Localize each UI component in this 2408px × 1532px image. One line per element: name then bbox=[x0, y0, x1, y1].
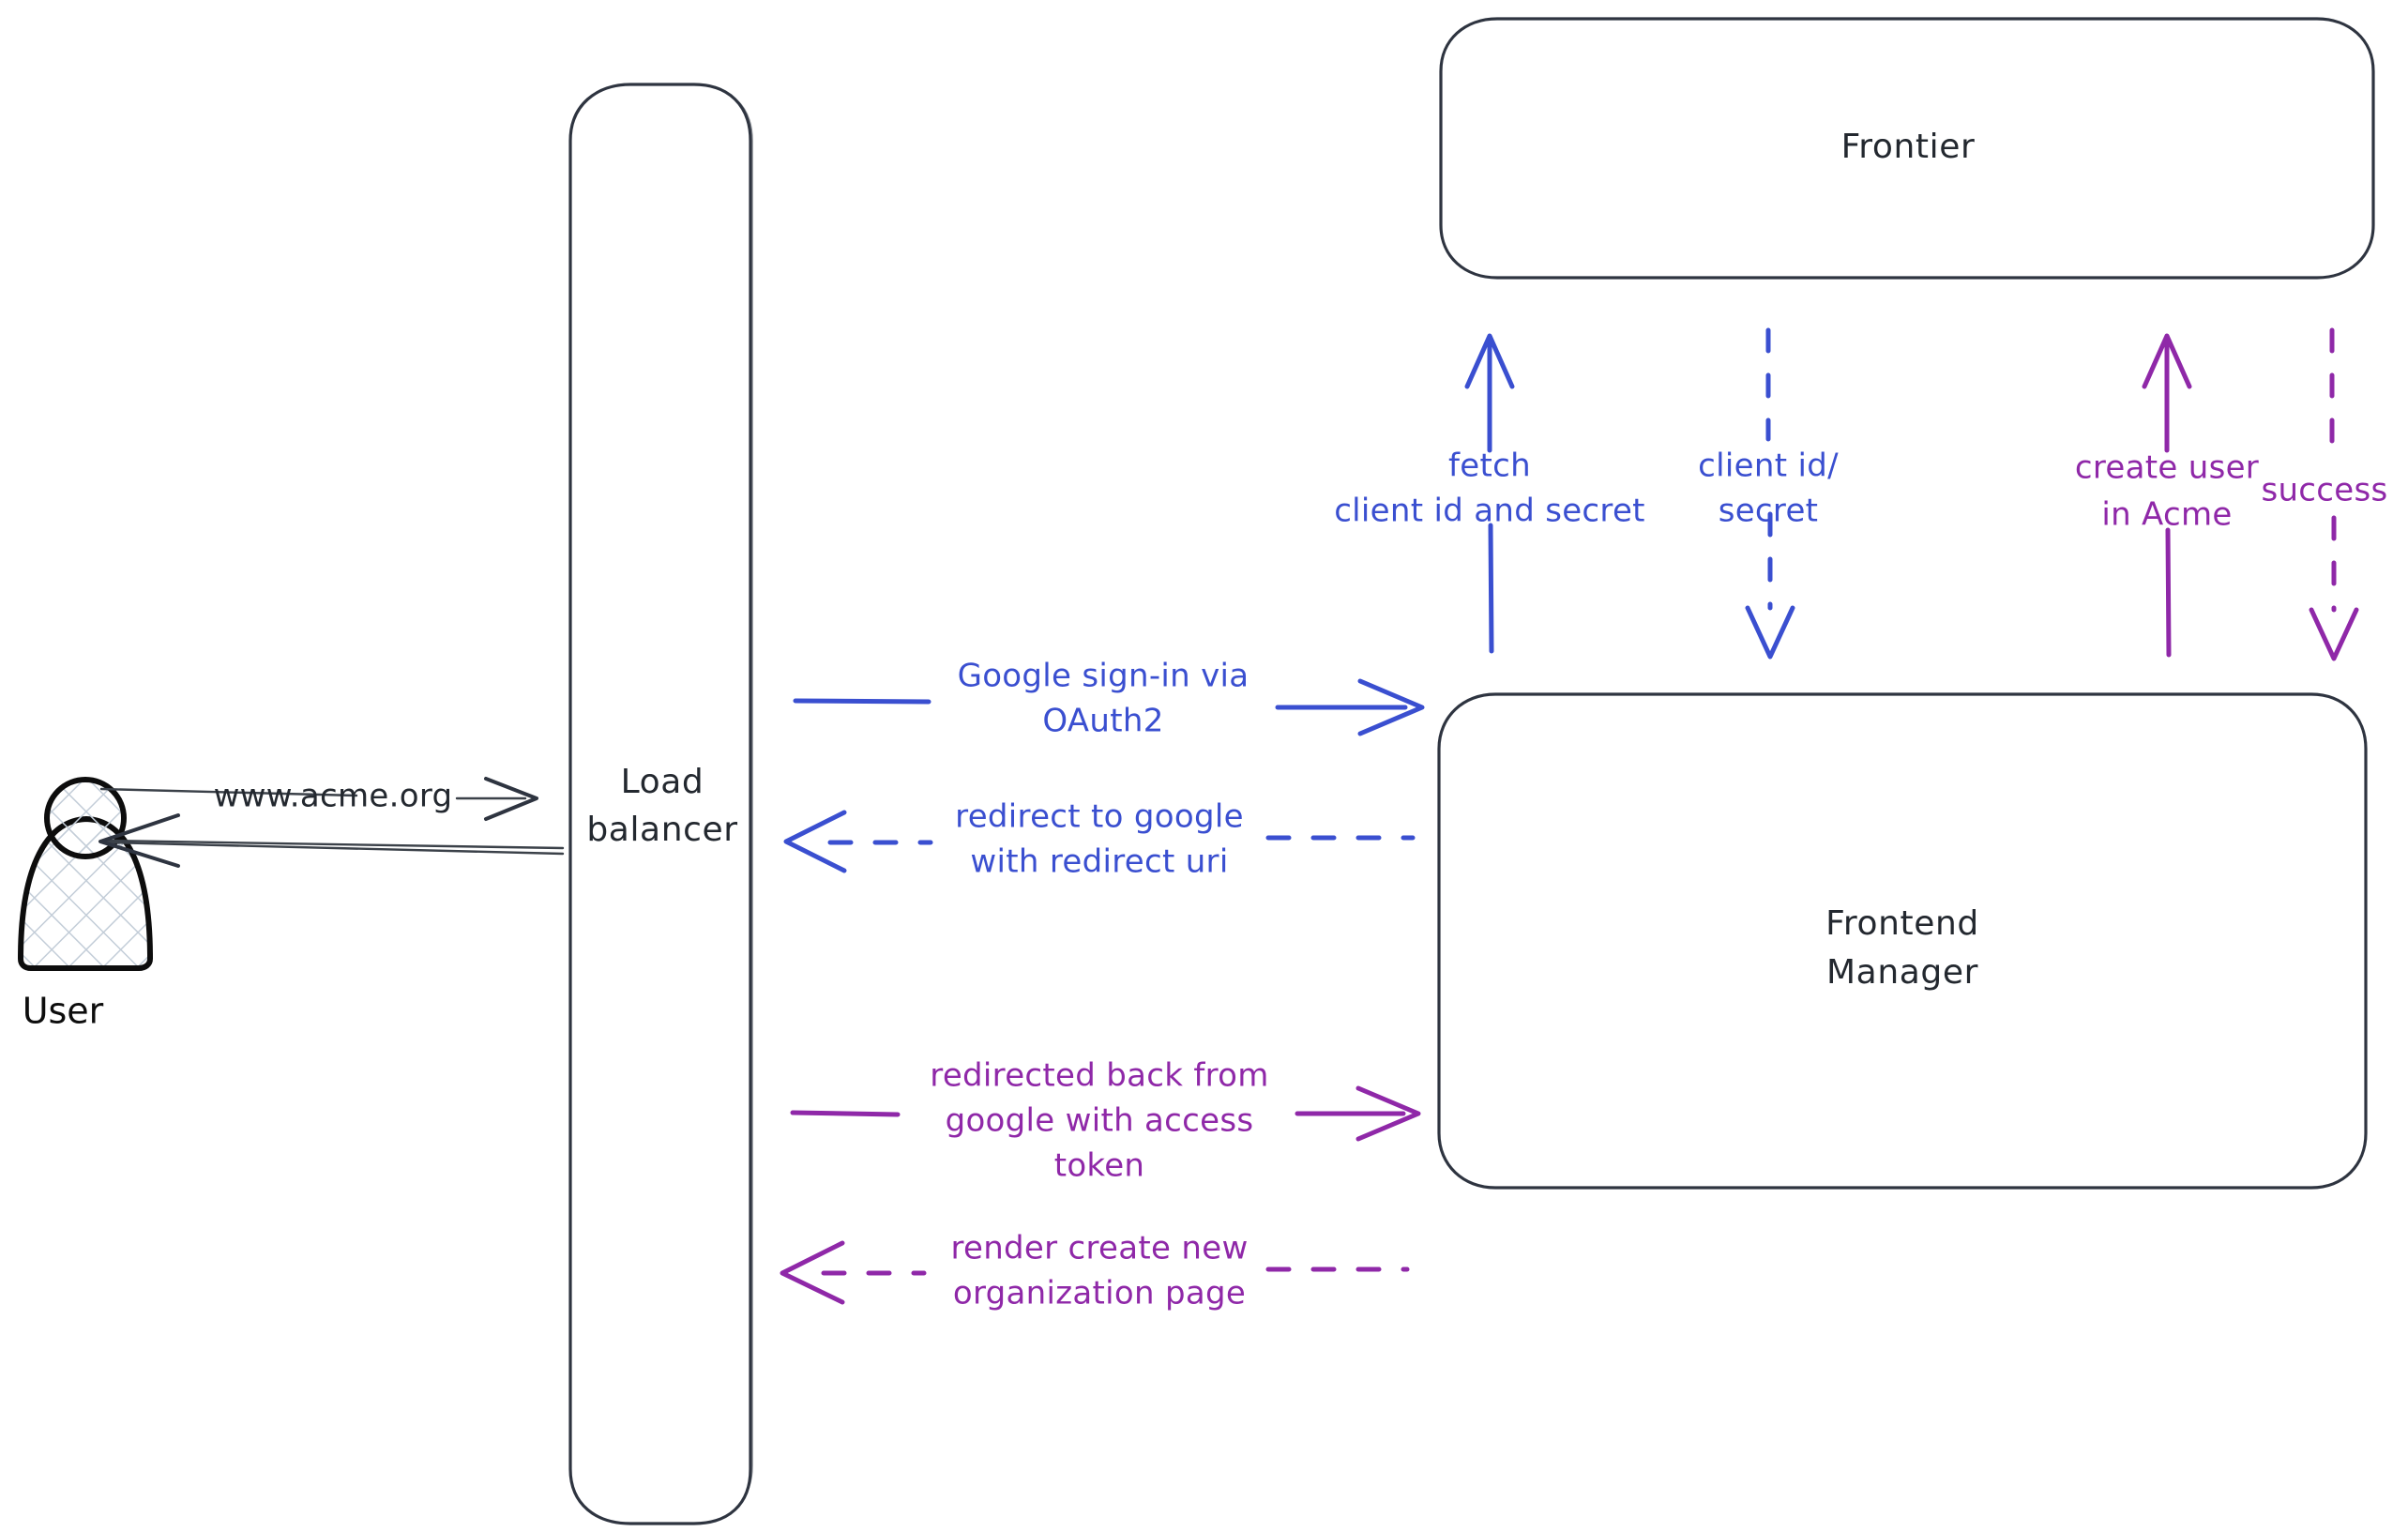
actor-user[interactable]: User bbox=[18, 777, 153, 1032]
arrowhead-up-icon bbox=[1464, 333, 1515, 389]
edge-label-redirect-line2: with redirect uri bbox=[970, 843, 1228, 881]
arrowhead-left-icon bbox=[98, 813, 180, 868]
edge-lb-to-fm-token: redirected back from google with access … bbox=[790, 1057, 1421, 1185]
edge-label-fetch-line1: fetch bbox=[1448, 447, 1531, 485]
edge-label-signin-line2: OAuth2 bbox=[1042, 703, 1163, 740]
edge-label-token-line3: token bbox=[1054, 1147, 1145, 1185]
arrowhead-up-icon bbox=[2142, 333, 2192, 389]
user-label: User bbox=[23, 991, 104, 1032]
edge-label-user-to-lb: www.acme.org bbox=[214, 778, 453, 815]
edge-label-create-user-line1: create user bbox=[2075, 449, 2259, 487]
node-load-balancer-label-line1: Load bbox=[621, 763, 704, 801]
arrowhead-right-icon bbox=[484, 777, 538, 821]
edge-fm-to-frontier-fetch: fetch client id and secret bbox=[1334, 333, 1645, 654]
edge-fm-to-lb-redirect: redirect to google with redirect uri bbox=[783, 798, 1416, 881]
edge-fm-to-lb-render: render create new organization page bbox=[780, 1230, 1410, 1312]
edge-lb-to-user bbox=[98, 813, 565, 868]
person-head-icon bbox=[44, 777, 127, 859]
edge-lb-to-fm-signin: Google sign-in via OAuth2 bbox=[793, 658, 1425, 740]
edge-label-render-line1: render create new bbox=[950, 1230, 1248, 1267]
node-frontend-manager-label-line1: Frontend bbox=[1825, 904, 1979, 943]
edge-label-creds-line1: client id/ bbox=[1698, 447, 1839, 485]
edge-label-token-line1: redirected back from bbox=[930, 1057, 1268, 1095]
node-frontier[interactable]: Frontier bbox=[1439, 17, 2375, 280]
node-frontier-label: Frontier bbox=[1841, 128, 1976, 166]
edge-frontier-to-fm-creds: client id/ secret bbox=[1698, 327, 1839, 660]
edge-fm-to-frontier-create-user: create user in Acme bbox=[2075, 333, 2259, 658]
node-load-balancer-label-line2: balancer bbox=[586, 811, 737, 849]
edge-frontier-to-fm-success: success bbox=[2261, 327, 2387, 661]
edge-label-fetch-line2: client id and secret bbox=[1334, 493, 1645, 530]
edge-user-to-lb: www.acme.org bbox=[99, 777, 538, 821]
node-load-balancer[interactable]: Load balancer bbox=[568, 83, 753, 1525]
arrowhead-right-icon bbox=[1355, 1085, 1421, 1142]
edge-label-create-user-line2: in Acme bbox=[2101, 496, 2232, 534]
arrowhead-left-icon bbox=[780, 1240, 845, 1305]
node-frontend-manager-label-line2: Manager bbox=[1826, 953, 1978, 992]
arrowhead-down-icon bbox=[1745, 605, 1795, 660]
edge-label-redirect-line1: redirect to google bbox=[955, 798, 1244, 836]
arrowhead-down-icon bbox=[2309, 607, 2359, 661]
edge-label-render-line2: organization page bbox=[953, 1275, 1246, 1312]
edge-label-success: success bbox=[2261, 472, 2387, 509]
arrowhead-left-icon bbox=[783, 810, 847, 873]
person-body-icon bbox=[18, 816, 153, 971]
node-frontend-manager[interactable]: Frontend Manager bbox=[1437, 692, 2368, 1190]
edge-label-signin-line1: Google sign-in via bbox=[958, 658, 1249, 695]
arrowhead-right-icon bbox=[1357, 678, 1425, 736]
edge-label-creds-line2: secret bbox=[1719, 493, 1819, 530]
edge-label-token-line2: google with access bbox=[946, 1102, 1254, 1140]
